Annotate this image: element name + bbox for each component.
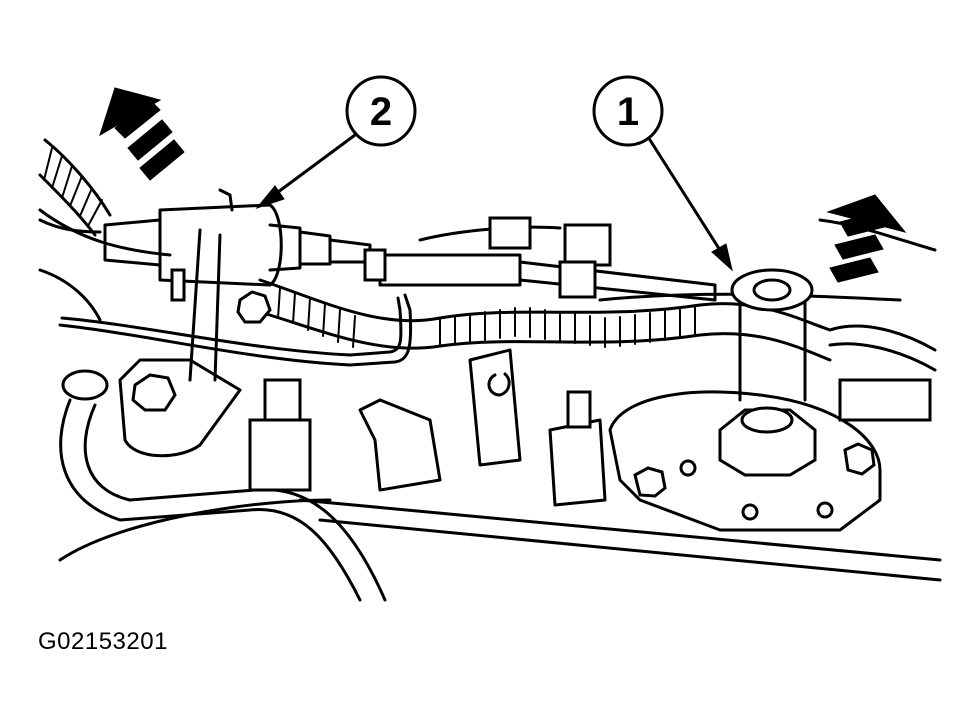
callout-1: 1 bbox=[592, 75, 733, 272]
direction-arrow-right bbox=[826, 194, 907, 283]
callout-2-label: 2 bbox=[370, 90, 392, 134]
direction-arrow-left bbox=[99, 87, 185, 181]
center-components bbox=[358, 216, 612, 507]
fuel-line bbox=[58, 253, 717, 367]
connector-component-2 bbox=[103, 188, 387, 302]
sensor-component-1 bbox=[608, 268, 937, 532]
callout-1-label: 1 bbox=[617, 90, 639, 134]
figure-id: G02153201 bbox=[38, 628, 168, 655]
callout-2: 2 bbox=[255, 75, 417, 210]
lower-hose bbox=[59, 369, 387, 602]
mounting-bracket bbox=[118, 228, 312, 492]
